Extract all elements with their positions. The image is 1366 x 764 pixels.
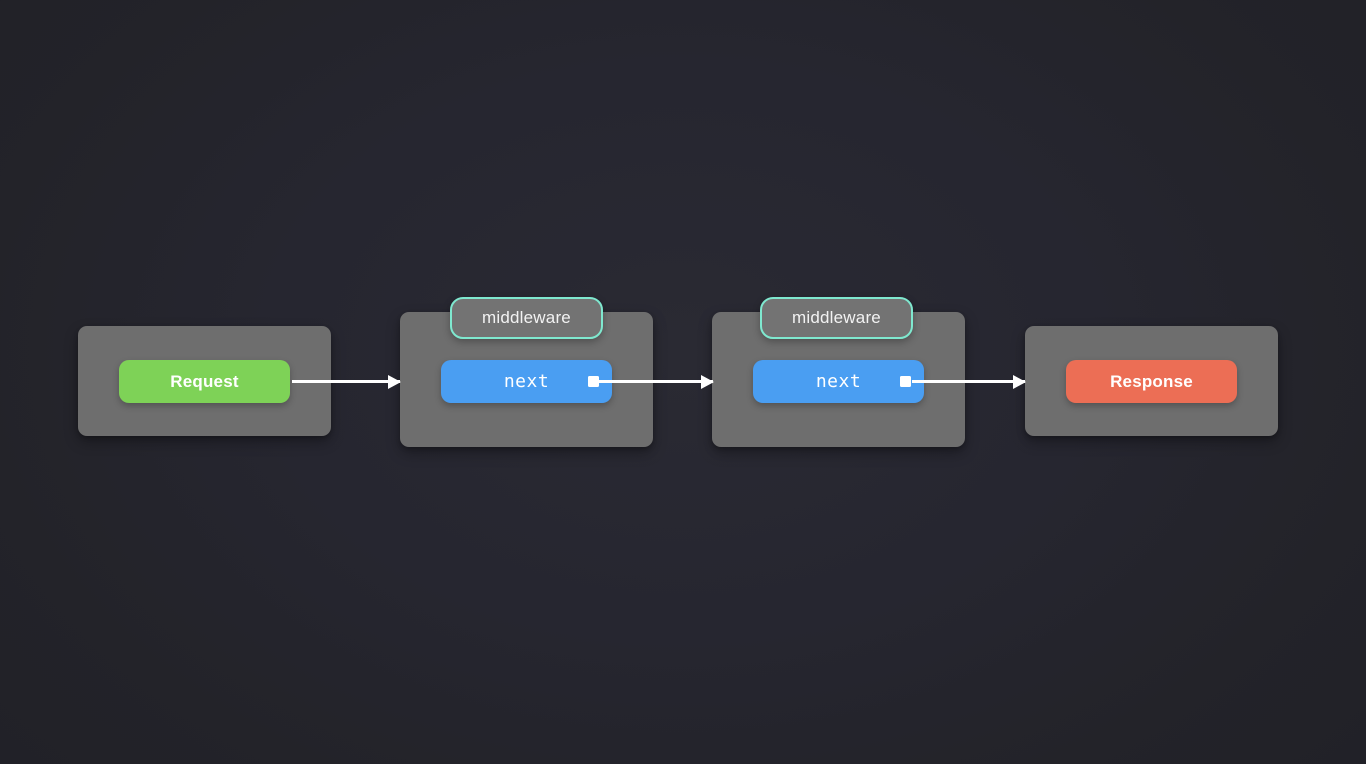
arrow-middleware-1-to-middleware-2 [599, 380, 713, 383]
response-pill[interactable]: Response [1066, 360, 1237, 403]
arrow-middleware-2-to-response [912, 380, 1025, 383]
request-pill[interactable]: Request [119, 360, 290, 403]
request-container[interactable]: Request [78, 326, 331, 436]
middleware-2-connector-handle[interactable] [900, 376, 911, 387]
middleware-2-next-pill[interactable]: next [753, 360, 924, 403]
middleware-2-label: middleware [760, 297, 913, 339]
arrow-request-to-middleware-1 [292, 380, 400, 383]
middleware-1-next-pill[interactable]: next [441, 360, 612, 403]
response-container[interactable]: Response [1025, 326, 1278, 436]
middleware-1-connector-handle[interactable] [588, 376, 599, 387]
middleware-1-label: middleware [450, 297, 603, 339]
